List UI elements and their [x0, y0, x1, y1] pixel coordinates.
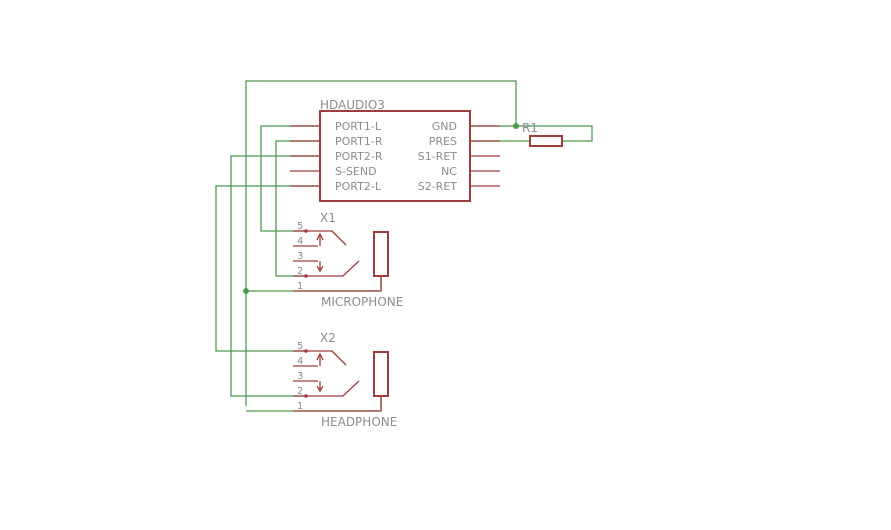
hdaudio-pin-port2-l: PORT2-L: [335, 180, 382, 193]
jack-x1-name: X1: [320, 211, 336, 225]
jack-x2-pin-1: 1: [297, 401, 303, 412]
hdaudio-pin-nc: NC: [441, 165, 457, 178]
jack-x2-pin-5: 5: [297, 341, 303, 352]
jack-x2-symbol: [293, 350, 389, 412]
junction-gnd-bus: [243, 288, 249, 294]
hdaudio-pin-port2-r: PORT2-R: [335, 150, 383, 163]
jack-x1-pin-4: 4: [297, 236, 303, 247]
junction-gnd-top: [513, 123, 519, 129]
jack-x2-pin2-dot: [304, 394, 308, 398]
hdaudio-pin-pres: PRES: [429, 135, 457, 148]
jack-x1-pin-1: 1: [297, 281, 303, 292]
jack-x2-pin-3: 3: [297, 371, 303, 382]
jack-x1-pin-5: 5: [297, 221, 303, 232]
jack-x1-pin2-dot: [304, 274, 308, 278]
wire-gnd-top[interactable]: [245, 80, 517, 406]
hdaudio-name: HDAUDIO3: [320, 98, 385, 112]
wire-port2-l[interactable]: [215, 185, 320, 352]
wire-gnd-pin[interactable]: [470, 125, 593, 142]
jack-x1-symbol: [293, 230, 389, 292]
jack-x1-pin-3: 3: [297, 251, 303, 262]
hdaudio-pin-s2-ret: S2-RET: [418, 180, 458, 193]
hdaudio-right-pins: [470, 125, 500, 187]
resistor-r1[interactable]: R1: [522, 121, 563, 147]
hdaudio-left-pins: [290, 125, 320, 187]
wire-x2-sleeve[interactable]: [246, 397, 382, 412]
hdaudio-connector[interactable]: HDAUDIO3 PORT1-L PORT1-R PORT2-R S-SEND …: [290, 98, 500, 202]
jack-x2-pin-4: 4: [297, 356, 303, 367]
hdaudio-pin-s-send: S-SEND: [335, 165, 377, 178]
jack-x2[interactable]: X2 5 4 3 2 1 HEADPHONE: [293, 331, 397, 429]
wire-port1-l[interactable]: [260, 125, 320, 232]
jack-x1-pin5-dot: [304, 229, 308, 233]
hdaudio-pin-port1-l: PORT1-L: [335, 120, 382, 133]
jack-x1[interactable]: X1 5 4 3 2 1 MICROPHONE: [293, 211, 403, 309]
jack-x2-pin-2: 2: [297, 386, 303, 397]
hdaudio-pin-gnd: GND: [432, 120, 457, 133]
hdaudio-pin-s1-ret: S1-RET: [418, 150, 458, 163]
jack-x1-value: MICROPHONE: [321, 295, 403, 309]
jack-x2-pin5-dot: [304, 349, 308, 353]
wire-port2-r[interactable]: [230, 155, 320, 397]
wire-x1-sleeve[interactable]: [246, 277, 382, 292]
jack-x2-name: X2: [320, 331, 336, 345]
hdaudio-pin-port1-r: PORT1-R: [335, 135, 383, 148]
jack-x2-value: HEADPHONE: [321, 415, 397, 429]
resistor-name: R1: [522, 121, 538, 135]
resistor-body: [529, 135, 563, 147]
jack-x1-pin-2: 2: [297, 266, 303, 277]
